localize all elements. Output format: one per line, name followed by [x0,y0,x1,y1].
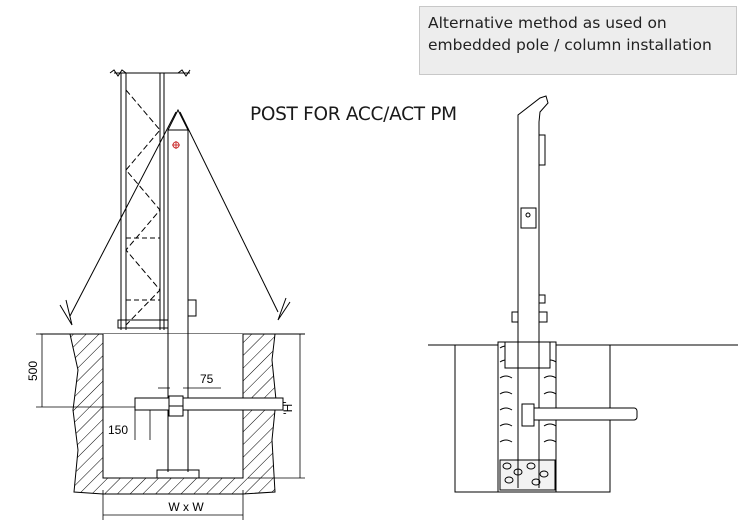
alternative-method-note: Alternative method as used on embedded p… [419,6,737,75]
right-post [511,95,549,488]
diagram-title: POST FOR ACC/ACT PM [250,104,457,125]
dimension-labels: 500 75 150 'H' W x W [26,361,295,514]
depth-label: 500 [26,361,40,381]
dimension-lines [36,333,305,520]
lattice-column [109,69,191,330]
guy-wire-right [179,111,279,313]
width-label: W x W [168,500,204,514]
sleeve-pipe [134,397,284,411]
note-line-1: Alternative method as used on [428,14,667,32]
sleeve-label: 150 [108,423,128,437]
guy-wire-left [69,111,177,317]
right-sleeve-pipe [521,407,638,421]
note-line-2: embedded pole / column installation [428,36,712,54]
offset-label: 75 [200,372,214,386]
right-installation [428,95,738,493]
height-label: 'H' [281,401,295,414]
left-post [156,108,200,479]
left-installation [36,69,305,520]
